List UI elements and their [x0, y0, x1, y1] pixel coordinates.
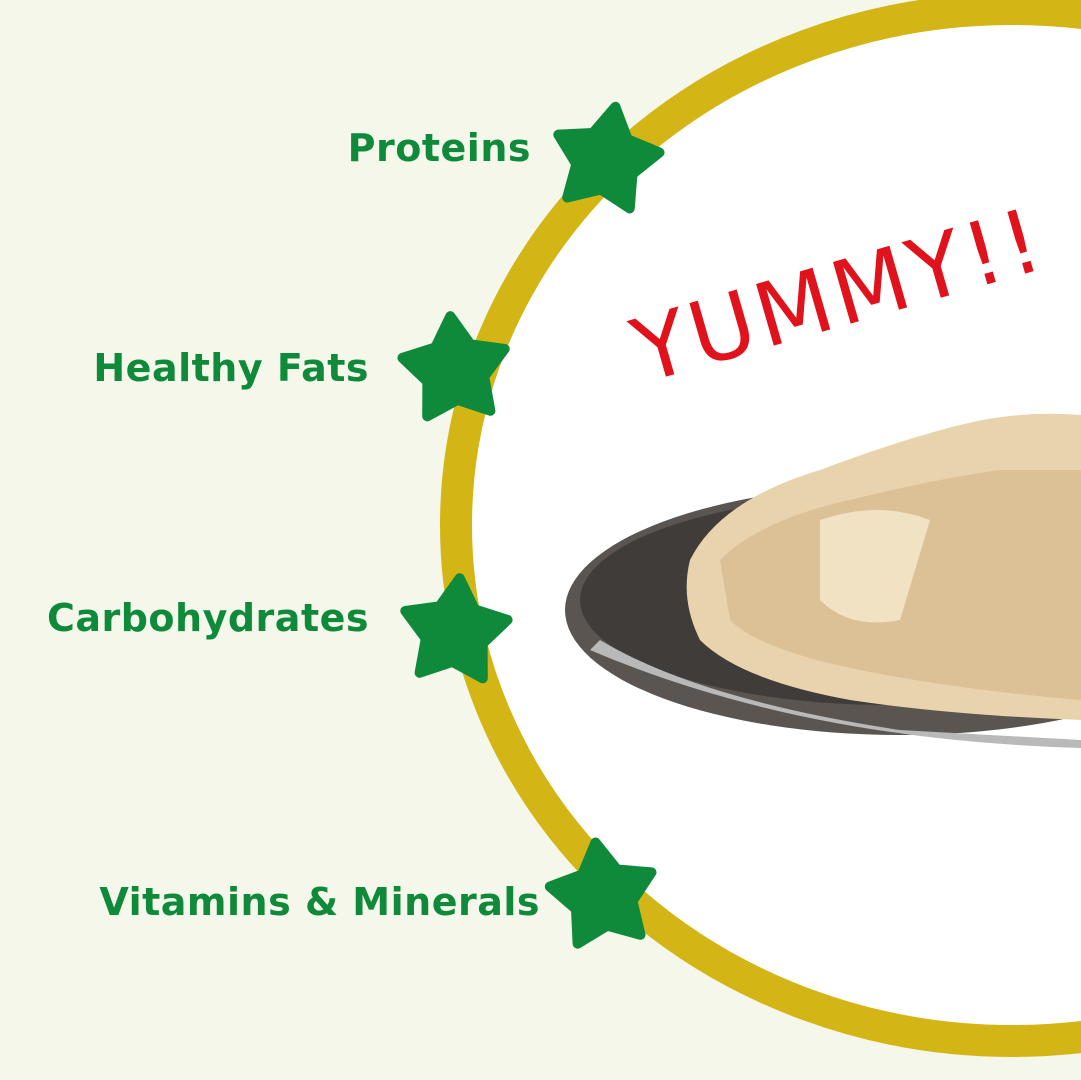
star-icon — [544, 837, 657, 949]
star-icon — [553, 101, 665, 214]
spoon-image — [565, 413, 1081, 748]
nutrient-label-carbohydrates: Carbohydrates — [46, 596, 369, 640]
nutrient-label-vitamins-minerals: Vitamins & Minerals — [99, 880, 540, 924]
gold-ring — [440, 0, 1081, 1057]
star-icon — [397, 311, 510, 422]
nutrient-label-proteins: Proteins — [347, 126, 531, 170]
nutrient-label-healthy-fats: Healthy Fats — [93, 346, 369, 390]
star-icons — [397, 101, 665, 949]
star-icon — [400, 573, 513, 684]
